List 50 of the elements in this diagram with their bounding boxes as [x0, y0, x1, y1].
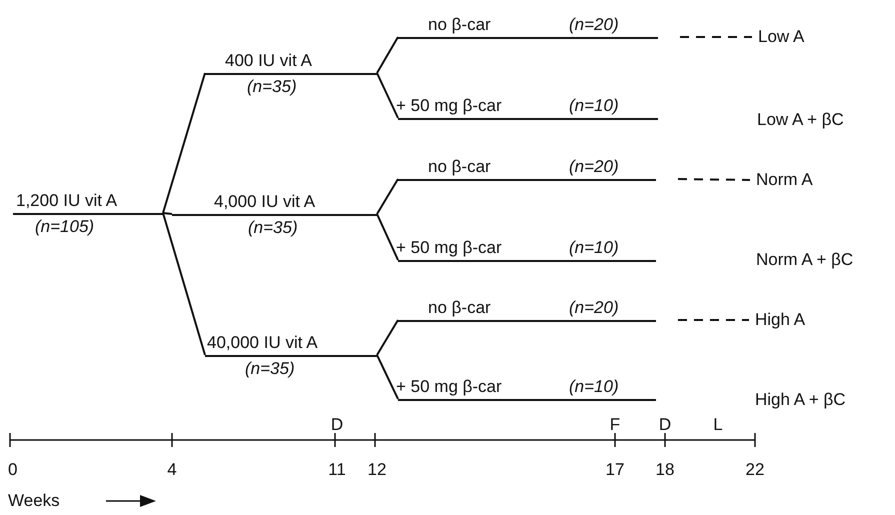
- dose-label: 1,200 IU vit A: [16, 191, 118, 211]
- branch-connector: [376, 178, 399, 215]
- branch-connector: [376, 72, 399, 118]
- sample-size: (n=105): [35, 217, 94, 237]
- sample-size: (n=35): [247, 77, 297, 97]
- treatment-label: no β-car: [428, 298, 491, 318]
- week-number: 17: [606, 460, 624, 480]
- visit-marker: F: [610, 415, 620, 435]
- dashed-connector: [680, 36, 752, 38]
- branch-connector: [376, 36, 399, 74]
- sample-size: (n=20): [569, 15, 619, 35]
- sample-size: (n=35): [248, 218, 298, 238]
- group-name: Norm A: [756, 170, 813, 190]
- dose-label: 40,000 IU vit A: [207, 333, 318, 353]
- treatment-label: + 50 mg β-car: [396, 96, 502, 116]
- week-number: 12: [368, 460, 386, 480]
- sample-size: (n=20): [569, 157, 619, 177]
- visit-marker: D: [658, 415, 672, 435]
- treatment-label: no β-car: [428, 157, 491, 177]
- branch-connector: [376, 214, 399, 260]
- treatment-label: no β-car: [428, 15, 491, 35]
- sample-size: (n=10): [569, 238, 619, 258]
- dashed-connector: [678, 319, 749, 321]
- week-number: 4: [167, 460, 177, 480]
- branch-connector: [376, 354, 399, 400]
- branch-connector: [162, 72, 206, 214]
- week-number: 11: [328, 460, 346, 480]
- branch-connector: [162, 212, 172, 215]
- group-name: High A + βC: [755, 390, 846, 410]
- group-name: High A: [755, 310, 806, 330]
- week-number: 18: [656, 460, 674, 480]
- week-number: 22: [746, 460, 764, 480]
- group-name: Low A + βC: [757, 110, 844, 130]
- visit-marker: D: [330, 415, 344, 435]
- dose-label: 4,000 IU vit A: [214, 192, 316, 212]
- sample-size: (n=35): [245, 359, 295, 379]
- sample-size: (n=10): [569, 377, 619, 397]
- sample-size: (n=20): [569, 298, 619, 318]
- dose-label: 400 IU vit A: [225, 51, 312, 71]
- branch-connector: [376, 319, 399, 356]
- branch-connector: [162, 212, 206, 356]
- sample-size: (n=10): [569, 96, 619, 116]
- group-name: Norm A + βC: [756, 250, 854, 270]
- axis-title: Weeks: [8, 491, 60, 511]
- dashed-connector: [678, 178, 750, 181]
- treatment-label: + 50 mg β-car: [396, 377, 502, 397]
- group-name: Low A: [758, 27, 804, 47]
- treatment-label: + 50 mg β-car: [396, 238, 502, 258]
- week-number: 0: [8, 460, 18, 480]
- visit-marker: L: [713, 415, 723, 435]
